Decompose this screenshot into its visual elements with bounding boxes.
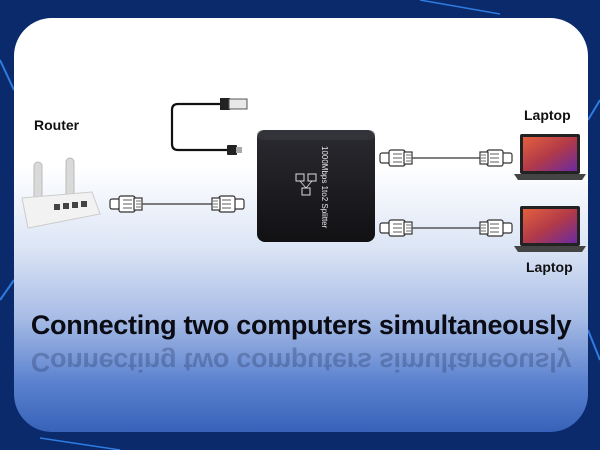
router-icon <box>21 157 101 229</box>
splitter-label: 1000Mbps 1to2 Splitter <box>320 146 329 229</box>
headline: Connecting two computers simultaneously <box>30 310 572 340</box>
laptop-top-label: Laptop <box>524 107 571 123</box>
diagram-card: 1000Mbps 1to2 Splitter Router Laptop <box>14 18 588 432</box>
usb-power-cable <box>170 98 248 155</box>
laptop-bottom-label: Laptop <box>526 259 573 275</box>
ethernet-cable-bottom <box>379 219 513 237</box>
router-label: Router <box>34 117 80 133</box>
ethernet-cable-router <box>109 195 245 213</box>
headline-reflection: Connecting two computers simultaneously <box>30 347 572 377</box>
ethernet-cable-top <box>379 149 513 167</box>
laptop-top-icon <box>514 134 586 180</box>
laptop-bottom-icon <box>514 206 586 252</box>
splitter-device: 1000Mbps 1to2 Splitter <box>257 130 375 242</box>
connection-diagram: 1000Mbps 1to2 Splitter <box>21 98 586 252</box>
